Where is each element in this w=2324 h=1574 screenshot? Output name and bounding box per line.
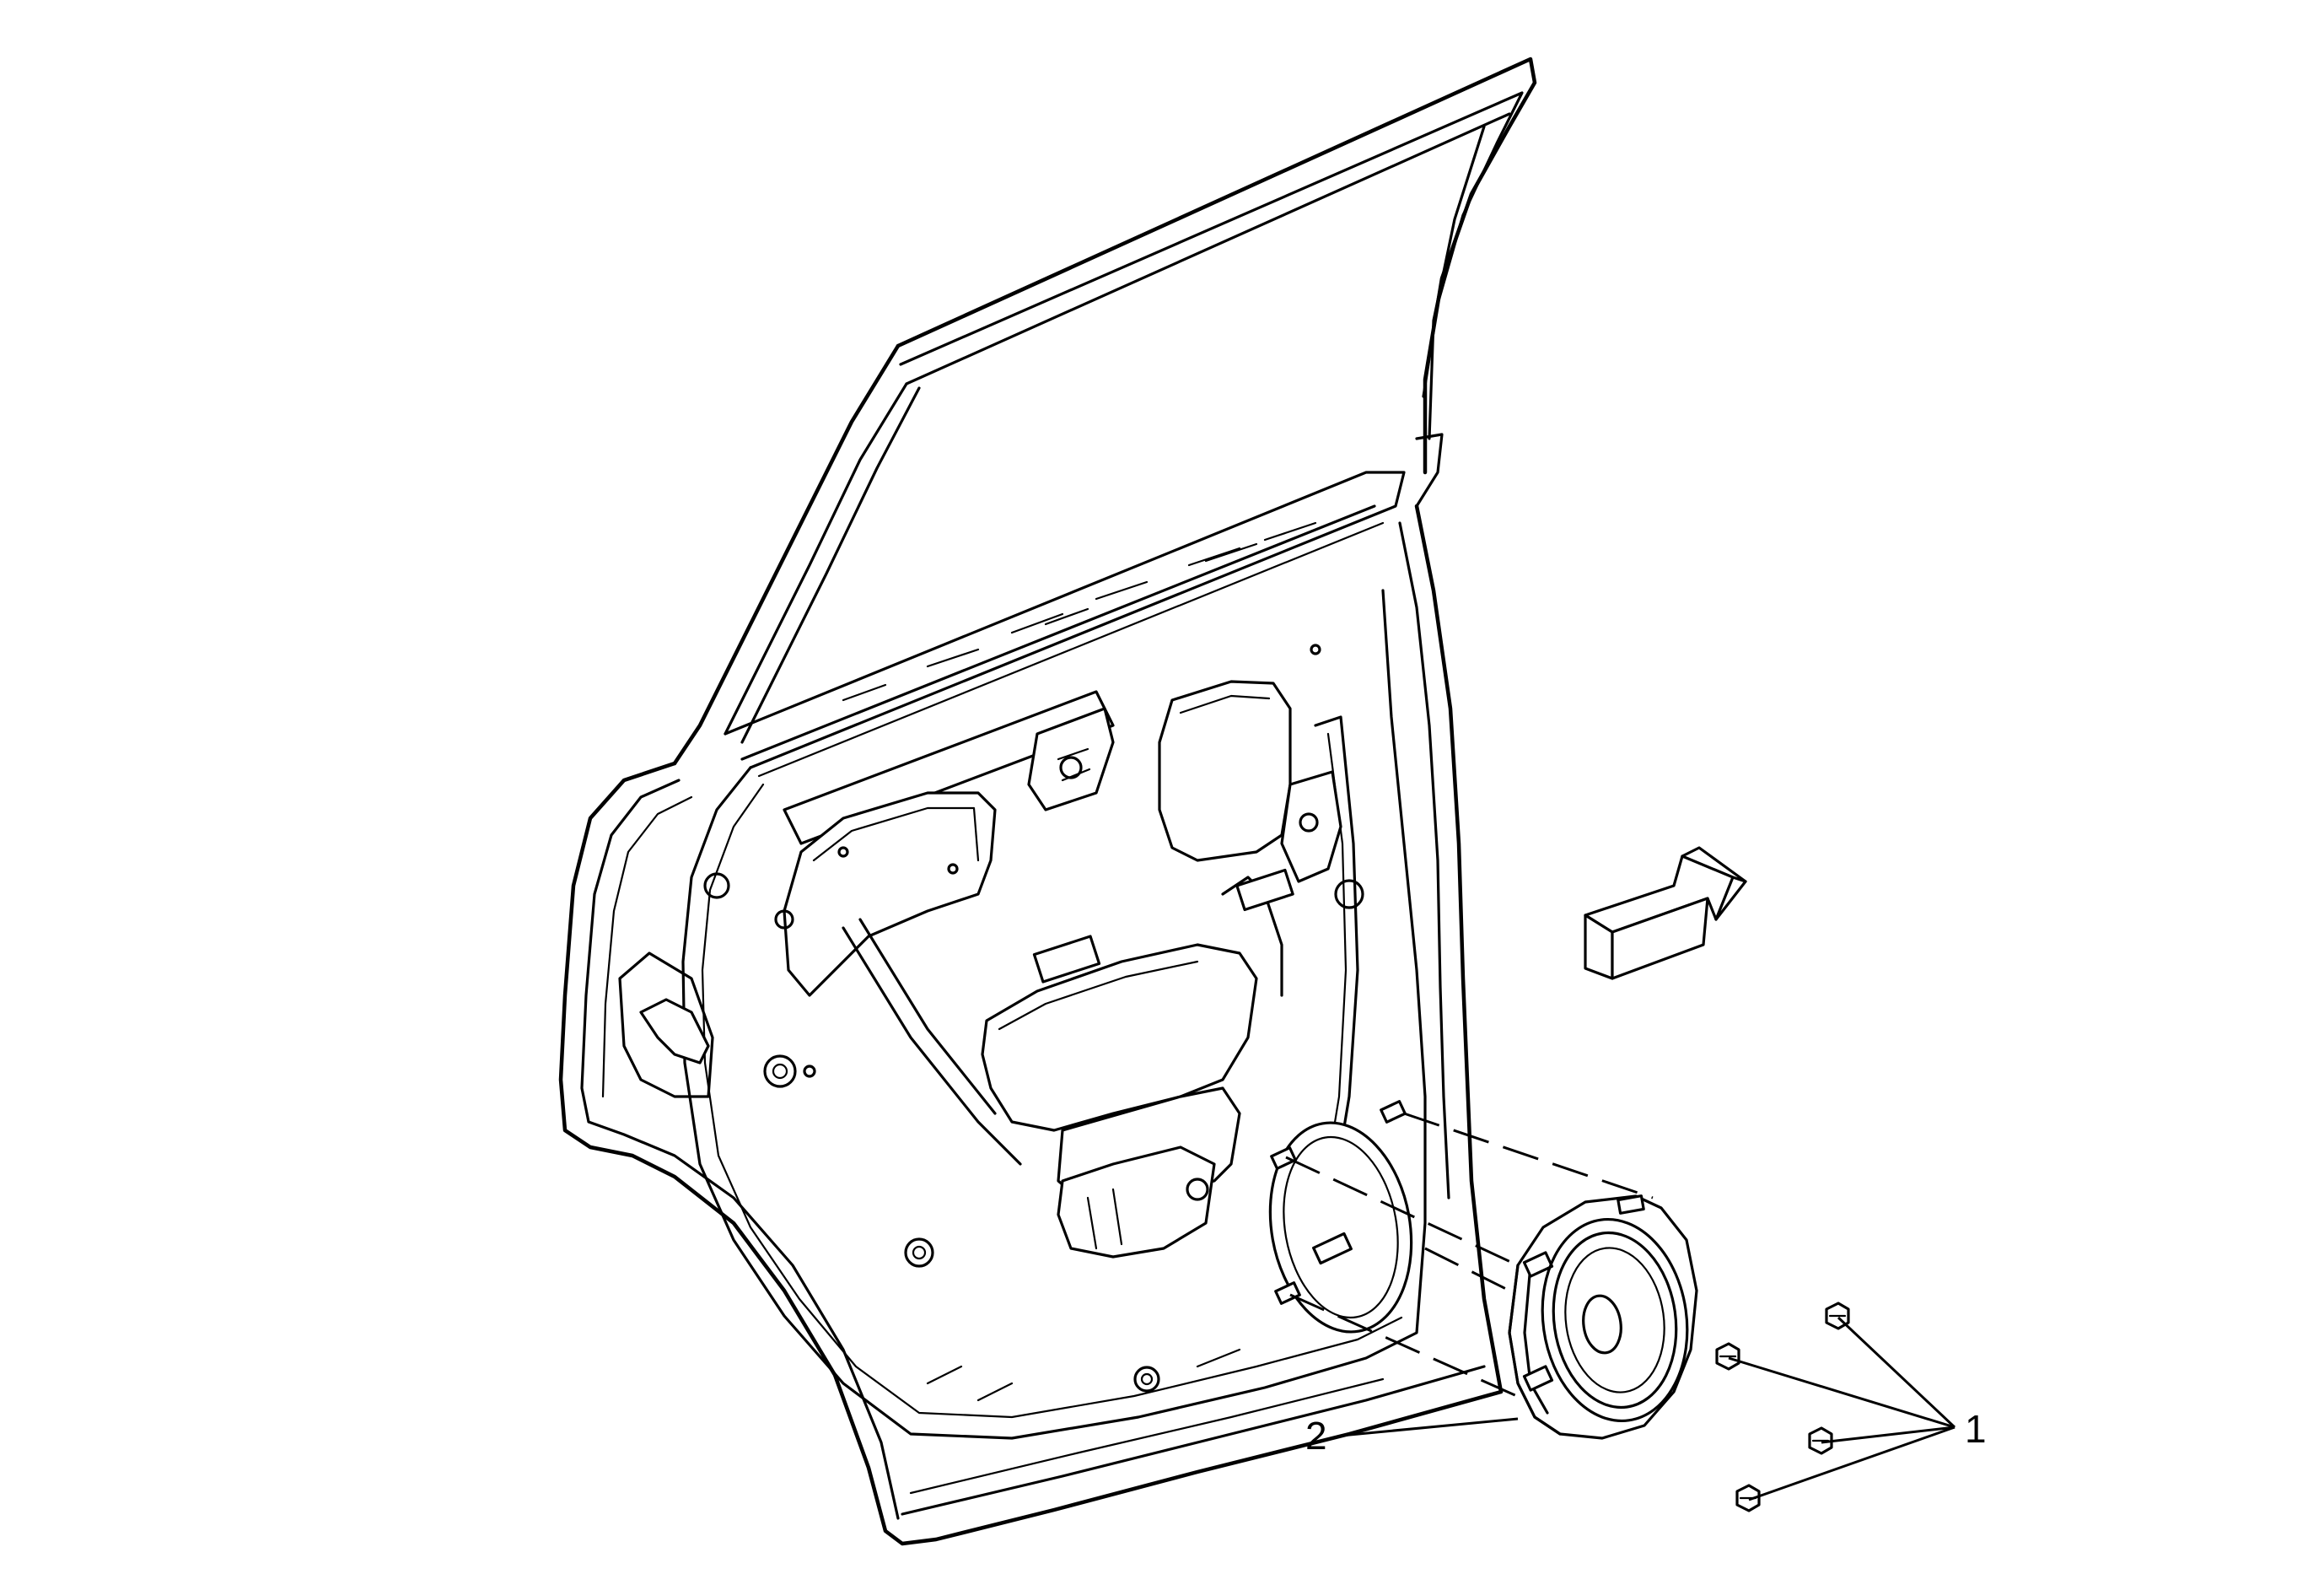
callout-leaders: [1340, 1316, 1956, 1501]
speaker: [1508, 1194, 1698, 1440]
door-outer-shell: [558, 504, 1504, 1546]
front-direction-arrow-icon: [1584, 846, 1747, 980]
speaker-opening: [1268, 1100, 1413, 1334]
screw-2: [1715, 1342, 1740, 1371]
callout-label-2: 2: [1305, 1414, 1327, 1458]
inner-panel: [681, 589, 1427, 1440]
window-frame: [672, 57, 1537, 766]
beltline: [724, 471, 1406, 778]
screw-3: [1808, 1426, 1833, 1455]
callout-label-1: 1: [1965, 1407, 1987, 1451]
screw-4: [1735, 1484, 1761, 1512]
screws: [1715, 1302, 1850, 1512]
